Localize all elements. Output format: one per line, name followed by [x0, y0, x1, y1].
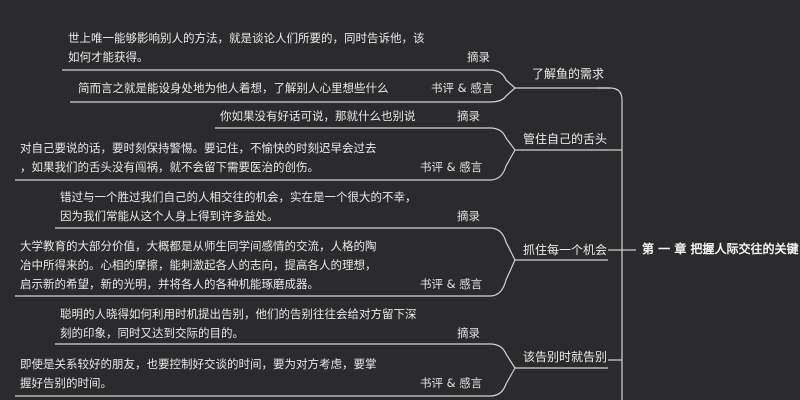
- note-tag-review[interactable]: 书评 & 感言: [420, 376, 483, 390]
- note-tag-excerpt[interactable]: 摘录: [457, 326, 480, 340]
- note-text-line[interactable]: 错过与一个胜过我们自己的人相交往的机会，实在是一个很大的不幸，: [60, 190, 417, 204]
- note-text-line[interactable]: 握好告别的时间。: [20, 376, 112, 390]
- trunk-line: [598, 87, 623, 400]
- branch-2-note-2: [15, 149, 516, 181]
- branch-4-note-1: [55, 343, 516, 369]
- note-text-line[interactable]: 启示新的希望，新的光明，并将各人的各种机能琢磨成器。: [20, 277, 319, 291]
- note-text-line[interactable]: 大学教育的大部分价值，大概都是从师生同学间感情的交流，人格的陶: [20, 239, 377, 253]
- branch-topic-2[interactable]: 管住自己的舌头: [523, 132, 608, 146]
- branch-1-note-1: [62, 69, 516, 89]
- note-text-line[interactable]: 你如果没有好话可说，那就什么也别说: [220, 109, 416, 123]
- note-text-line[interactable]: 因为我们常能从这个人身上得到许多益处。: [60, 209, 279, 223]
- note-text-line[interactable]: 如何才能获得。: [68, 50, 149, 64]
- note-text-line[interactable]: 聪明的人晓得如何利用时机提出告别，他们的告别往往会给对方留下深: [60, 307, 417, 321]
- branch-topic-4[interactable]: 该告别时就告别: [523, 350, 608, 364]
- branch-4-note-2: [15, 367, 516, 397]
- note-text-line[interactable]: 即使是关系较好的朋友，也要控制好交谈的时间，要为对方考虑，要掌: [20, 357, 377, 371]
- note-tag-excerpt[interactable]: 摘录: [457, 109, 480, 123]
- branch-topic-3[interactable]: 抓住每一个机会: [523, 243, 608, 257]
- note-tag-excerpt[interactable]: 摘录: [467, 50, 490, 64]
- branch-3-note-2: [15, 259, 516, 297]
- note-text-line[interactable]: 冶中所得来的。心相的摩擦，能刺激起各人的志向，提高各人的理想，: [20, 258, 377, 272]
- branch-topic-1[interactable]: 了解鱼的需求: [532, 67, 605, 81]
- note-tag-excerpt[interactable]: 摘录: [457, 209, 480, 223]
- branch-1-note-2: [70, 87, 516, 103]
- note-text-line[interactable]: 简而言之就是能设身处地为他人着想，了解别人心里想些什么: [78, 81, 389, 95]
- branch-3-note-1: [55, 227, 516, 261]
- note-text-line[interactable]: 刻的印象，同时又达到交际的目的。: [60, 326, 244, 340]
- note-tag-review[interactable]: 书评 & 感言: [431, 81, 494, 95]
- note-text-line[interactable]: ，如果我们的舌头没有闯祸，就不会留下需要医治的创伤。: [20, 160, 319, 174]
- root-topic[interactable]: 第 一 章 把握人际交往的关键: [642, 242, 799, 256]
- note-tag-review[interactable]: 书评 & 感言: [420, 160, 483, 174]
- branch-2-note-1: [215, 127, 516, 151]
- note-tag-review[interactable]: 书评 & 感言: [420, 277, 483, 291]
- note-text-line[interactable]: 世上唯一能够影响别人的方法，就是谈论人们所要的，同时告诉他，该: [68, 31, 425, 45]
- note-text-line[interactable]: 对自己要说的话，要时刻保持警惕。要记住，不愉快的时刻迟早会过去: [20, 141, 377, 155]
